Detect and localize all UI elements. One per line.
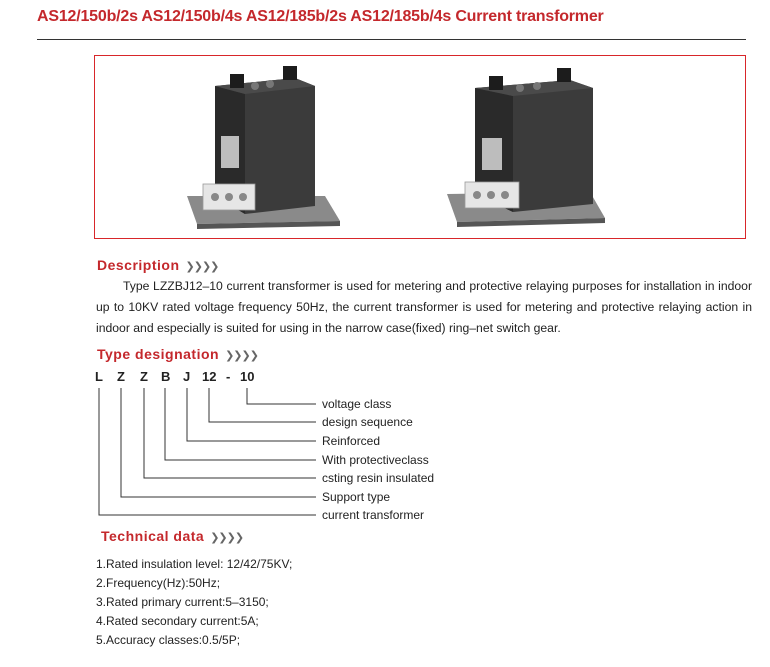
chevron-right-icon: ❯❯❯❯	[185, 261, 220, 273]
product-photo-frame	[94, 55, 746, 239]
product-image-left	[187, 66, 340, 229]
designation-heading: Type designation ❯❯❯❯	[97, 346, 259, 362]
code-letter-z2: Z	[140, 369, 148, 384]
product-image-right	[447, 68, 605, 227]
chevron-right-icon: ❯❯❯❯	[225, 350, 259, 362]
chevron-right-icon: ❯❯❯❯	[210, 532, 244, 544]
code-dash: -	[226, 369, 231, 384]
legend-current-transformer: current transformer	[322, 508, 425, 522]
legend-support-type: Support type	[322, 490, 391, 504]
spec-frequency: 2.Frequency(Hz):50Hz;	[96, 576, 221, 590]
designation-heading-text: Type designation	[97, 346, 220, 362]
legend-resin-insulated: csting resin insulated	[322, 471, 435, 485]
spec-accuracy-classes: 5.Accuracy classes:0.5/5P;	[96, 633, 241, 647]
description-body: Type LZZBJ12–10 current transformer is u…	[96, 276, 752, 339]
spec-insulation-level: 1.Rated insulation level: 12/42/75KV;	[96, 557, 293, 571]
description-heading: Description ❯❯❯❯	[97, 257, 220, 273]
description-text: Type LZZBJ12–10 current transformer is u…	[96, 279, 752, 335]
legend-voltage-class: voltage class	[322, 397, 392, 411]
spec-secondary-current: 4.Rated secondary current:5A;	[96, 614, 259, 628]
legend-protective-class: With protectiveclass	[322, 453, 429, 467]
technical-heading-text: Technical data	[101, 528, 205, 544]
code-letter-z: Z	[117, 369, 125, 384]
spec-primary-current: 3.Rated primary current:5–3150;	[96, 595, 269, 609]
code-letter-b: B	[161, 369, 171, 384]
code-letter-j: J	[183, 369, 191, 384]
legend-design-sequence: design sequence	[322, 415, 413, 429]
legend-reinforced: Reinforced	[322, 434, 381, 448]
description-heading-text: Description	[97, 257, 180, 273]
code-design-sequence: 12	[202, 369, 217, 384]
code-voltage-class: 10	[240, 369, 255, 384]
code-letter-l: L	[95, 369, 103, 384]
page-title: AS12/150b/2s AS12/150b/4s AS12/185b/2s A…	[37, 8, 604, 25]
technical-heading: Technical data ❯❯❯❯	[101, 528, 244, 544]
title-divider	[37, 39, 746, 40]
